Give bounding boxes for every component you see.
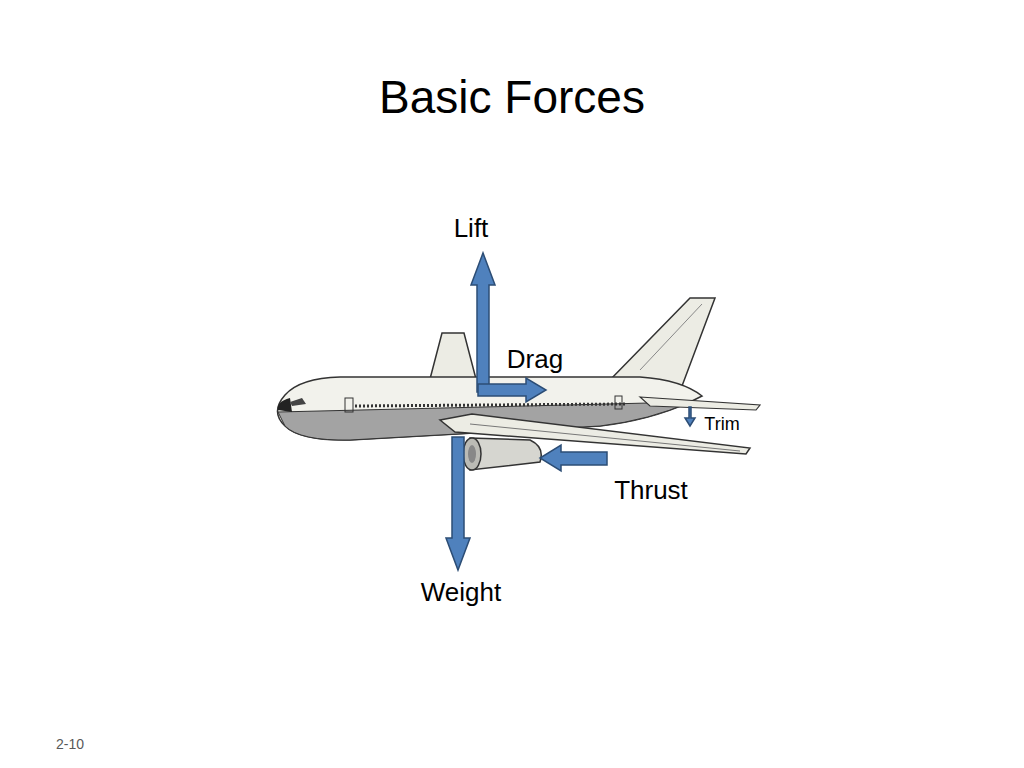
cockpit-window — [290, 398, 306, 406]
engine-fan — [468, 445, 476, 463]
engine-intake — [463, 438, 481, 470]
slide-title: Basic Forces — [379, 71, 645, 124]
force-arrows — [446, 253, 695, 570]
door — [345, 398, 353, 412]
weight-arrow — [446, 437, 470, 570]
force-label: Lift — [454, 214, 489, 244]
force-label: Weight — [421, 578, 501, 608]
door — [615, 396, 622, 409]
thrust-arrow — [540, 445, 607, 471]
far-wing — [430, 333, 476, 379]
fin-line — [640, 304, 702, 370]
trim-arrow — [685, 407, 695, 426]
force-label: Trim — [702, 414, 741, 435]
horizontal-stabilizer — [640, 397, 760, 410]
nose-cone — [278, 398, 292, 412]
cabin-windows — [355, 404, 625, 406]
lift-arrow — [471, 253, 495, 392]
tail-fin — [608, 298, 715, 386]
force-label: Drag — [507, 345, 563, 375]
slide-number: 2-10 — [56, 736, 84, 752]
drag-arrow — [478, 378, 546, 402]
force-label: Thrust — [614, 476, 688, 506]
